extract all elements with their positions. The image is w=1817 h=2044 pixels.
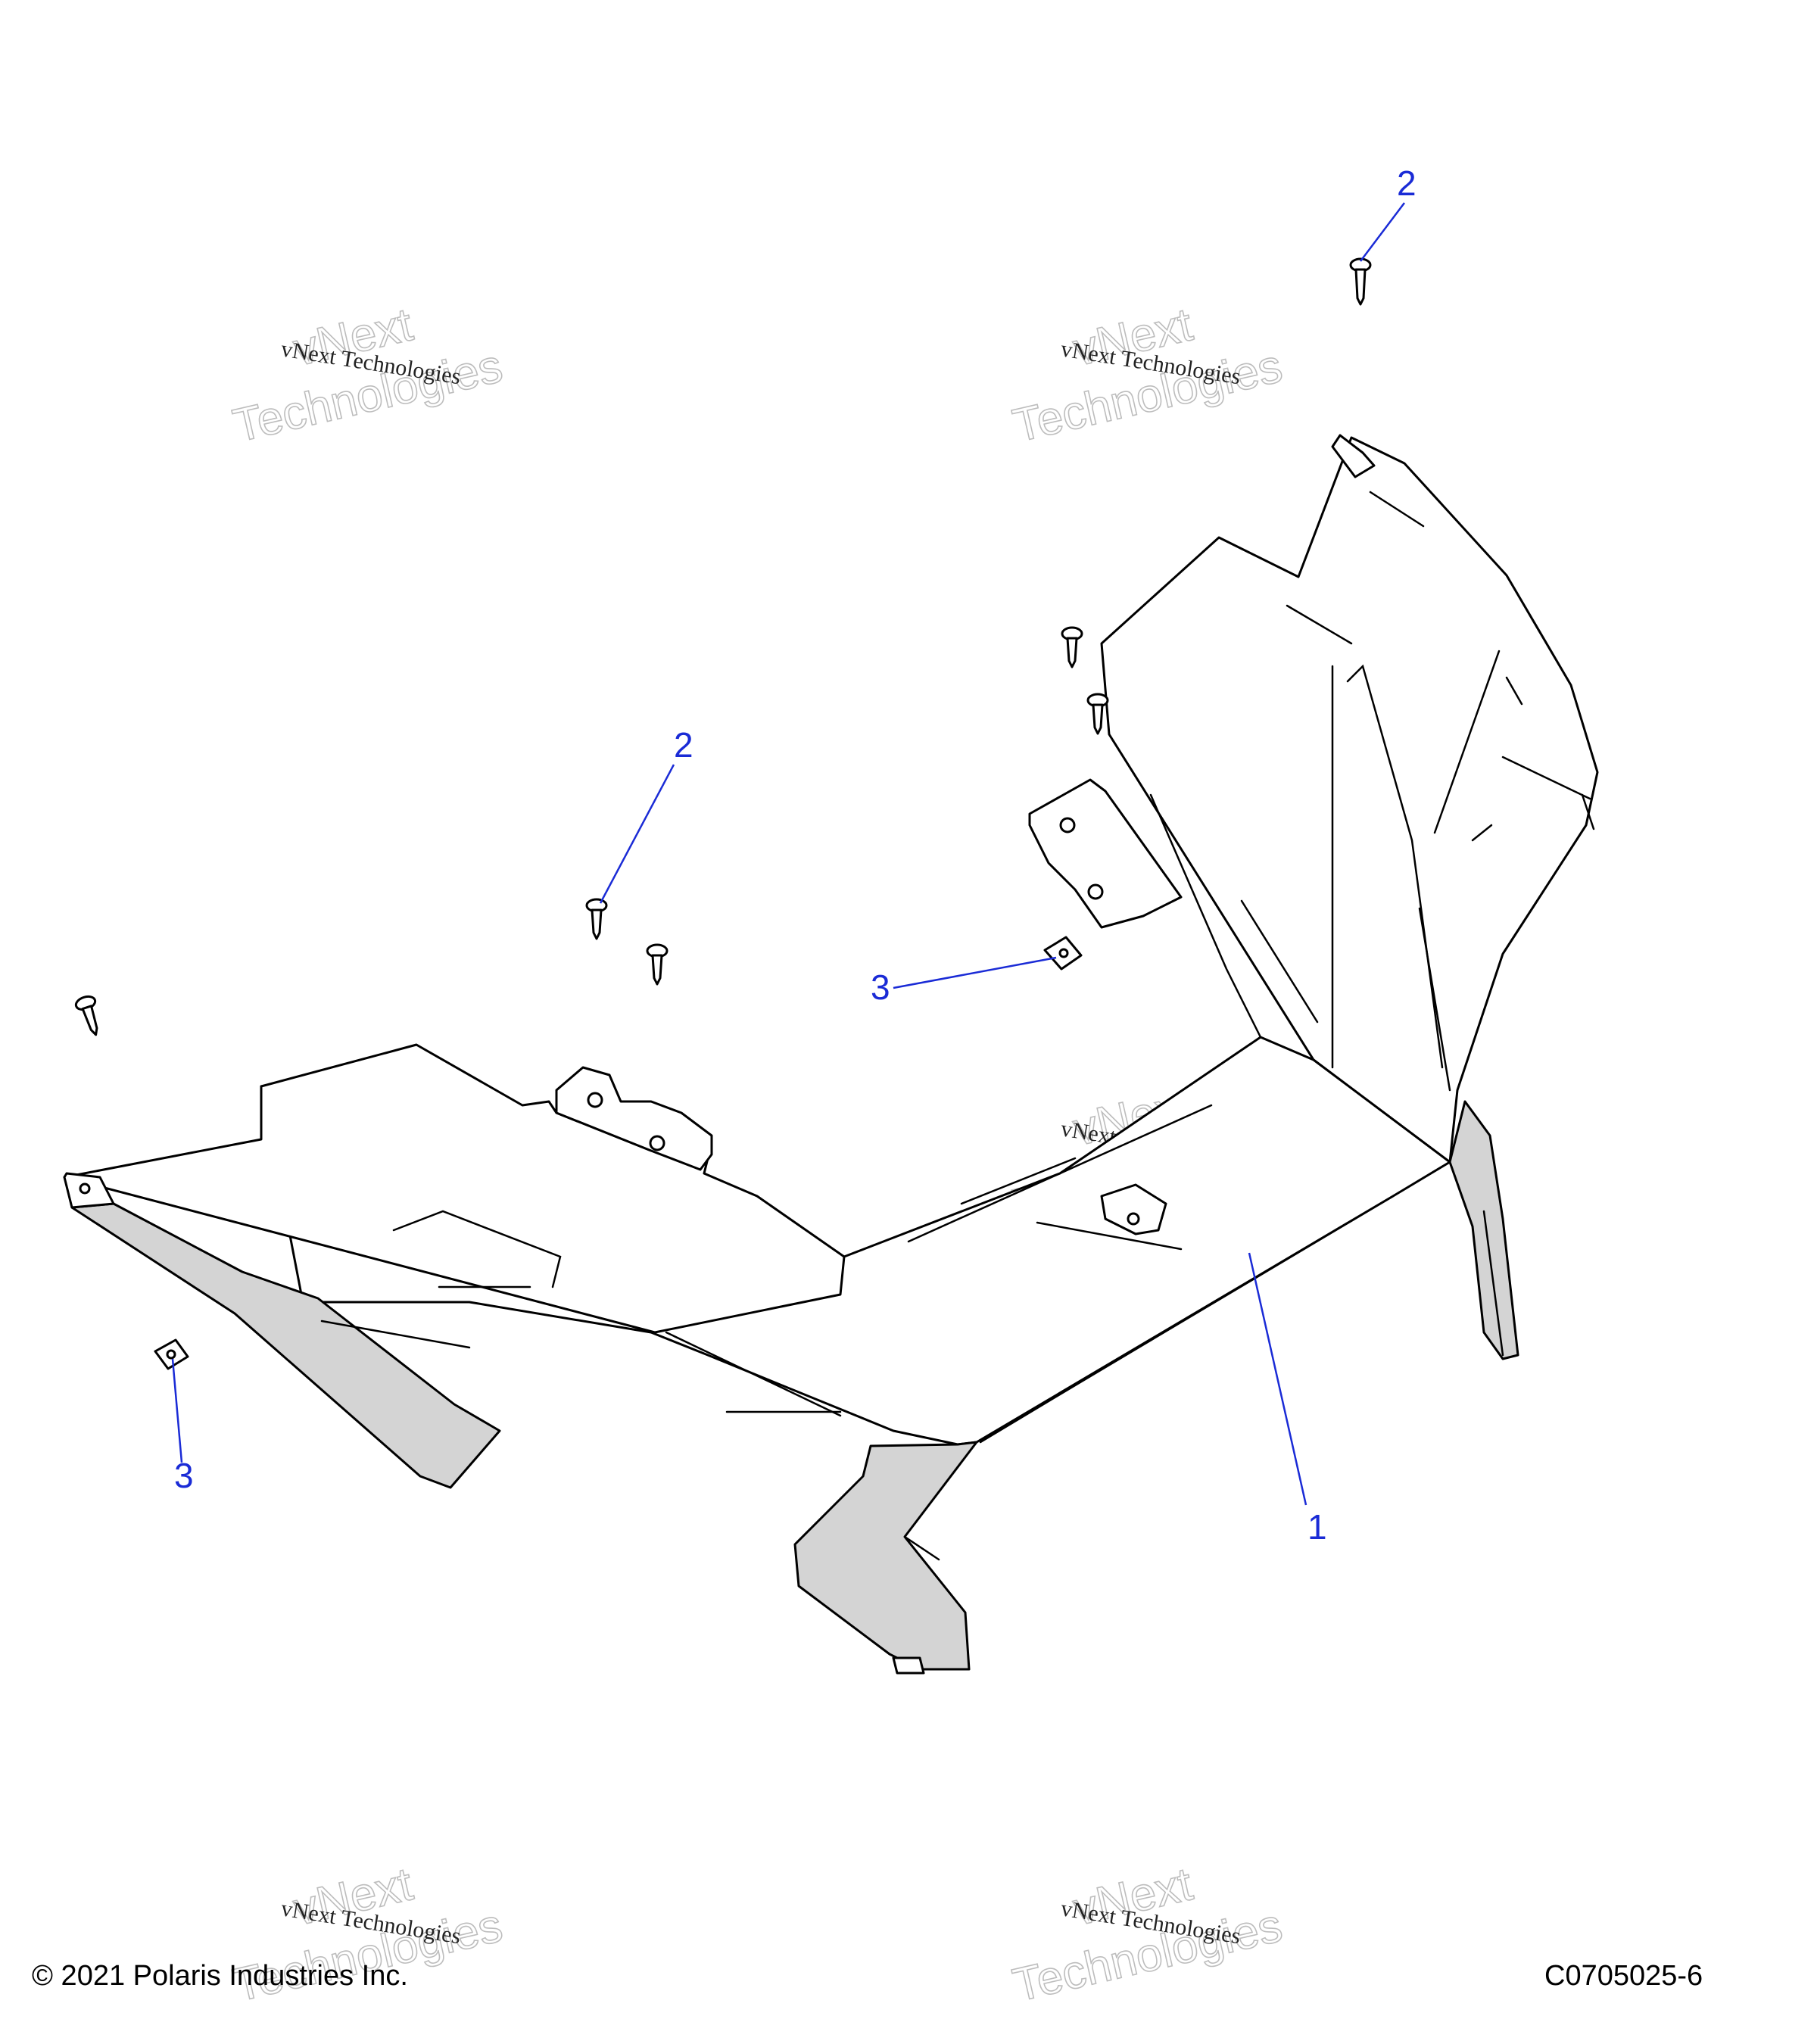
front-fascia-panel <box>63 434 1599 1675</box>
callout-2-mid: 2 <box>674 725 693 765</box>
screw <box>1349 257 1372 306</box>
leader-line <box>1248 1252 1307 1506</box>
leader-line <box>1360 202 1405 262</box>
leader-line <box>171 1358 183 1463</box>
mount-hole <box>1127 1212 1140 1226</box>
clip-nut <box>1043 936 1083 971</box>
bracket-hole <box>649 1135 665 1151</box>
callout-3-left: 3 <box>174 1456 194 1495</box>
fascia-center-chin <box>793 1441 978 1671</box>
fascia-left-ear-hole <box>79 1182 91 1195</box>
fascia-surface-details <box>320 491 1595 1561</box>
screw <box>646 943 669 986</box>
fascia-top-tab <box>1331 434 1376 478</box>
callout-1: 1 <box>1307 1507 1327 1547</box>
fascia-right-upper-wing <box>1100 436 1599 1164</box>
screw <box>585 898 608 940</box>
bracket-hole <box>587 1092 603 1108</box>
bracket-hole <box>1087 883 1104 900</box>
screw <box>74 995 98 1036</box>
callout-3-right: 3 <box>871 967 890 1007</box>
fastener-screws <box>74 257 1372 1036</box>
leader-line <box>599 764 675 904</box>
callout-2-top: 2 <box>1397 164 1417 203</box>
fastener-clips <box>154 936 1083 1370</box>
screw <box>1086 693 1109 735</box>
fascia-chin-tab <box>892 1656 925 1675</box>
bracket-hole <box>1059 817 1076 833</box>
fascia-center-mount <box>1100 1183 1167 1235</box>
drawing-code: C0705025-6 <box>1544 1960 1703 1992</box>
fascia-right-bracket <box>1028 778 1183 929</box>
fascia-right-leg <box>1448 1100 1519 1360</box>
screw <box>1061 626 1083 668</box>
leader-line <box>893 956 1057 989</box>
clip-nut <box>154 1338 189 1370</box>
callouts: 2 2 3 3 1 <box>171 164 1417 1547</box>
copyright-text: © 2021 Polaris Industries Inc. <box>32 1960 408 1992</box>
fascia-left-skirt <box>70 1202 501 1489</box>
